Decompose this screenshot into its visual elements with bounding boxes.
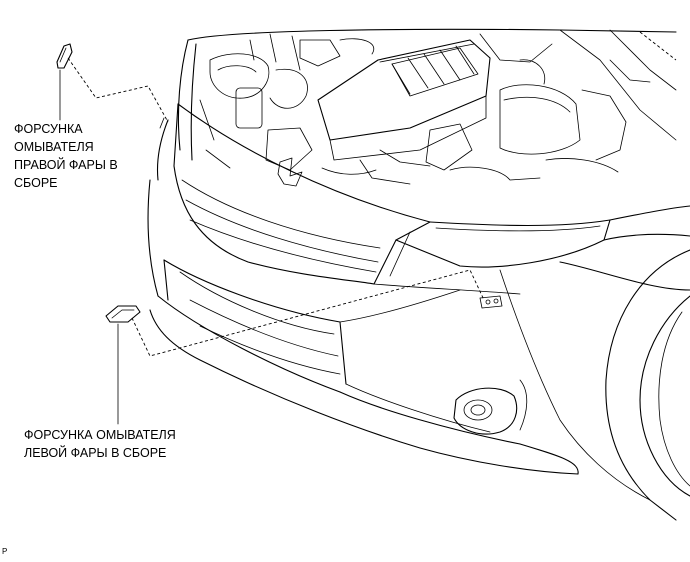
right-headlamp-edge (156, 117, 169, 181)
left-nozzle-part (105, 305, 141, 323)
left-headlamp (395, 219, 611, 268)
hood-opening-outline (177, 28, 677, 161)
nozzle-mount-left (479, 295, 503, 309)
assembly-dashed-lines (67, 57, 485, 357)
right-nozzle-label: ФОРСУНКА ОМЫВАТЕЛЯ ПРАВОЙ ФАРЫ В СБОРЕ (14, 122, 118, 190)
fender-and-wheel (499, 205, 690, 521)
figure-code: P (2, 547, 8, 556)
leader-lines (59, 69, 119, 425)
engine-cover (317, 39, 491, 161)
left-nozzle-label: ФОРСУНКА ОМЫВАТЕЛЯ ЛЕВОЙ ФАРЫ В СБОРЕ (24, 428, 176, 460)
emblem (277, 157, 303, 187)
fog-lamp (453, 379, 528, 435)
right-nozzle-part (56, 43, 73, 69)
front-bumper (147, 179, 579, 475)
engine-bay-components (199, 33, 651, 185)
